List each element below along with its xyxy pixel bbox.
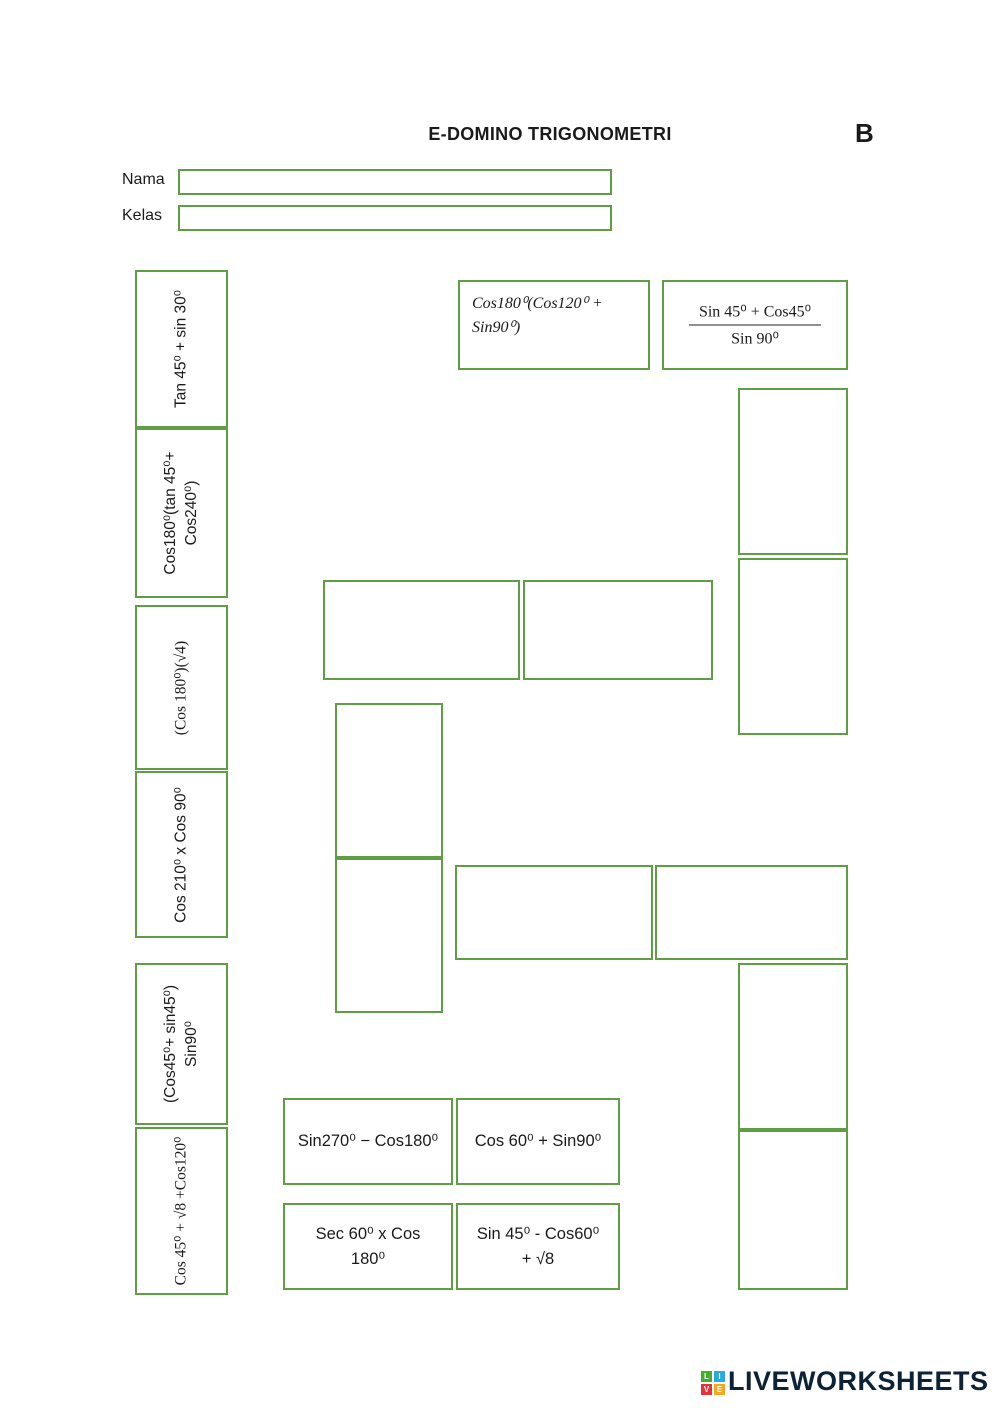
domino-tile-left-4[interactable]: Cos 210⁰ x Cos 90⁰ (135, 771, 228, 938)
domino-tile-left-3[interactable]: (Cos 180⁰)(√4) (135, 605, 228, 770)
domino-expression: Sin 45⁰ - Cos60⁰ + √8 (476, 1224, 600, 1268)
logo-square-l: L (701, 1371, 712, 1382)
domino-tile-bottom-3[interactable]: Sec 60⁰ x Cos 180⁰ (283, 1203, 453, 1290)
domino-expression: Cos180⁰(tan 45⁰+ Cos240⁰) (161, 451, 200, 575)
nama-input[interactable] (178, 169, 612, 195)
liveworksheets-wordmark: LIVEWORKSHEETS (728, 1366, 989, 1396)
empty-domino-slot-8[interactable] (655, 865, 848, 960)
fraction-denominator: Sin 90⁰ (731, 330, 779, 348)
empty-domino-slot-6[interactable] (335, 858, 443, 1013)
domino-expression: Sin270⁰ − Cos180⁰ (297, 1132, 439, 1151)
domino-tile-left-6[interactable]: Cos 45⁰ + √8 +Cos120⁰ (135, 1127, 228, 1295)
logo-square-e: E (714, 1384, 725, 1395)
fraction-numerator: Sin 45⁰ + Cos45⁰ (688, 302, 822, 326)
liveworksheets-logo-icon: L I V E (701, 1371, 725, 1395)
domino-tile-left-1[interactable]: Tan 45⁰ + sin 30⁰ (135, 270, 228, 428)
version-label: B (855, 118, 874, 148)
nama-label: Nama (122, 171, 165, 188)
domino-expression: (Cos 180⁰)(√4) (172, 640, 190, 735)
domino-expression: Cos 210⁰ x Cos 90⁰ (172, 786, 190, 923)
domino-tile-top-b[interactable]: Sin 45⁰ + Cos45⁰ Sin 90⁰ (662, 280, 848, 370)
domino-expression: Cos180⁰(Cos120⁰ + Sin90⁰) (472, 295, 603, 336)
page-title: E-DOMINO TRIGONOMETRI (428, 124, 672, 144)
domino-tile-left-5[interactable]: (Cos45⁰+ sin45⁰) Sin90⁰ (135, 963, 228, 1125)
domino-tile-top-a[interactable]: Cos180⁰(Cos120⁰ + Sin90⁰) (458, 280, 650, 370)
kelas-label: Kelas (122, 207, 163, 224)
domino-expression: Sec 60⁰ x Cos 180⁰ (315, 1224, 421, 1268)
empty-domino-slot-5[interactable] (335, 703, 443, 858)
logo-square-v: V (701, 1384, 712, 1395)
domino-expression: Tan 45⁰ + sin 30⁰ (172, 290, 190, 408)
empty-domino-slot-3[interactable] (323, 580, 520, 680)
domino-tile-bottom-4[interactable]: Sin 45⁰ - Cos60⁰ + √8 (456, 1203, 620, 1290)
domino-tile-bottom-2[interactable]: Cos 60⁰ + Sin90⁰ (456, 1098, 620, 1185)
empty-domino-slot-9[interactable] (738, 963, 848, 1130)
empty-domino-slot-1[interactable] (738, 388, 848, 555)
empty-domino-slot-4[interactable] (523, 580, 713, 680)
empty-domino-slot-7[interactable] (455, 865, 653, 960)
domino-expression: Cos 45⁰ + √8 +Cos120⁰ (172, 1136, 190, 1286)
domino-tile-bottom-1[interactable]: Sin270⁰ − Cos180⁰ (283, 1098, 453, 1185)
domino-expression: Cos 60⁰ + Sin90⁰ (474, 1132, 602, 1151)
domino-tile-left-2[interactable]: Cos180⁰(tan 45⁰+ Cos240⁰) (135, 428, 228, 598)
domino-expression: (Cos45⁰+ sin45⁰) Sin90⁰ (161, 985, 200, 1103)
empty-domino-slot-2[interactable] (738, 558, 848, 735)
empty-domino-slot-10[interactable] (738, 1130, 848, 1290)
kelas-input[interactable] (178, 205, 612, 231)
fraction-expression: Sin 45⁰ + Cos45⁰ Sin 90⁰ (664, 302, 846, 349)
footer: L I V E LIVEWORKSHEETS (0, 1366, 1000, 1406)
logo-square-i: I (714, 1371, 725, 1382)
